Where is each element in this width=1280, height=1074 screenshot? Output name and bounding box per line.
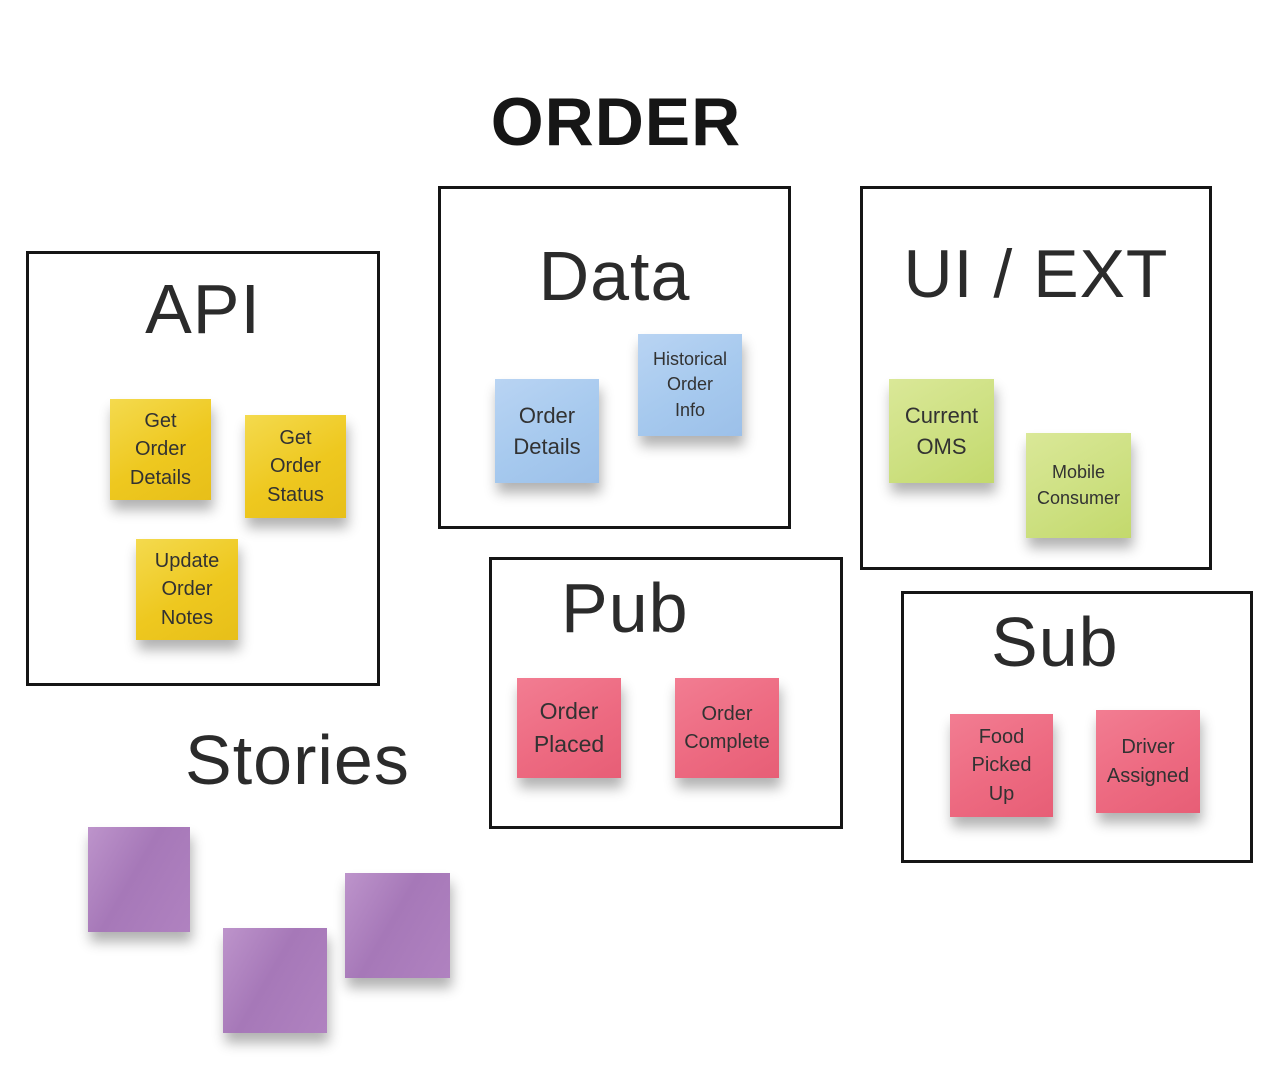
frame-api[interactable]: API Get Order Details Get Order Status U…	[26, 251, 380, 686]
sticky-note-get-order-details[interactable]: Get Order Details	[110, 399, 211, 500]
board-title: ORDER	[490, 84, 742, 160]
sticky-note-text: Order Complete	[684, 702, 770, 753]
sticky-note-text: Get Order Details	[129, 409, 192, 489]
sticky-note-text: Get Order Status	[267, 426, 324, 506]
frame-pub[interactable]: Pub Order Placed Order Complete	[489, 557, 843, 829]
sticky-note-driver-assigned[interactable]: Driver Assigned	[1096, 710, 1200, 813]
sticky-note-order-placed[interactable]: Order Placed	[517, 678, 621, 778]
frame-ui-ext-label: UI / EXT	[903, 236, 1169, 312]
sticky-note-food-picked-up[interactable]: Food Picked Up	[950, 714, 1053, 817]
sticky-note-story-2[interactable]	[223, 928, 327, 1033]
sticky-note-text: Driver Assigned	[1106, 736, 1190, 787]
frame-data[interactable]: Data Order Details Historical Order Info	[438, 186, 791, 529]
sticky-note-text: Mobile Consumer	[1036, 461, 1121, 508]
frame-sub[interactable]: Sub Food Picked Up Driver Assigned	[901, 591, 1253, 863]
sticky-note-get-order-status[interactable]: Get Order Status	[245, 415, 346, 518]
stories-label: Stories	[185, 721, 410, 799]
sticky-note-story-1[interactable]	[88, 827, 190, 932]
sticky-note-order-complete[interactable]: Order Complete	[675, 678, 779, 778]
frame-ui-ext[interactable]: UI / EXT Current OMS Mobile Consumer	[860, 186, 1212, 570]
sticky-note-text: Historical Order Info	[652, 348, 727, 420]
frame-data-label: Data	[538, 237, 691, 315]
sticky-note-story-3[interactable]	[345, 873, 450, 978]
sticky-note-mobile-consumer[interactable]: Mobile Consumer	[1026, 433, 1131, 538]
frame-pub-label: Pub	[561, 569, 689, 647]
frame-sub-label: Sub	[991, 603, 1119, 681]
sticky-note-text: Order Placed	[533, 698, 605, 757]
sticky-note-order-details[interactable]: Order Details	[495, 379, 599, 483]
sticky-note-text: Update Order Notes	[154, 549, 220, 629]
sticky-note-update-order-notes[interactable]: Update Order Notes	[136, 539, 238, 640]
sticky-note-text: Order Details	[513, 402, 581, 459]
sticky-note-historical-order-info[interactable]: Historical Order Info	[638, 334, 742, 436]
sticky-note-text: Food Picked Up	[971, 725, 1032, 805]
frame-api-label: API	[145, 270, 261, 348]
sticky-note-text: Current OMS	[904, 402, 979, 459]
sticky-note-current-oms[interactable]: Current OMS	[889, 379, 994, 483]
